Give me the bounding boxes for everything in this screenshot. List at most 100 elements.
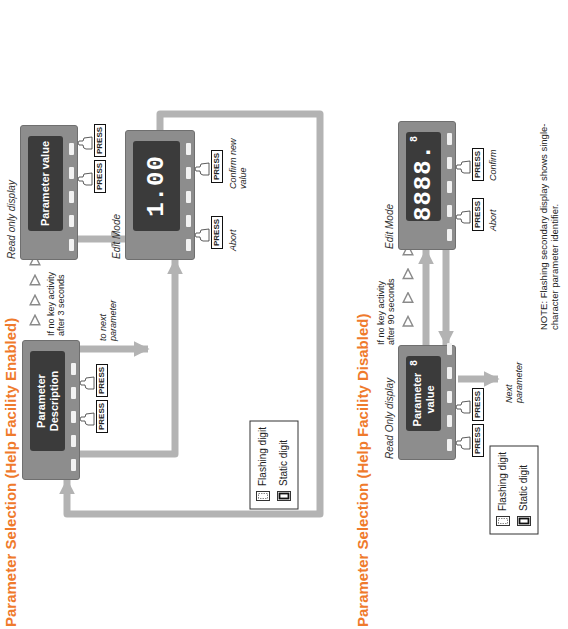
key-button [71, 411, 76, 423]
key-button [71, 363, 76, 375]
hand-icon [456, 437, 470, 449]
display-text: Parameter value [406, 356, 441, 431]
key-button [447, 367, 452, 379]
next-parameter-arrow [458, 376, 498, 383]
connectors [35, 114, 446, 514]
hand-icon [456, 161, 470, 173]
flow-arrow [443, 250, 450, 345]
hand-icon [456, 401, 470, 413]
hand-icon [78, 137, 92, 149]
key-button [447, 343, 452, 355]
key-button [69, 167, 74, 179]
next-parameter-arrow [80, 346, 148, 353]
hand-icon [80, 413, 94, 425]
flow-arrow [80, 260, 175, 454]
key-button [447, 157, 452, 169]
annotation: Abort [228, 229, 238, 251]
hand-outline [78, 137, 92, 149]
panel-heading: Read Only display [384, 378, 395, 459]
key-button [447, 205, 452, 217]
secondary-digit: 8 [409, 136, 420, 142]
press-tag: PRESS [211, 216, 223, 249]
edge-label: If no key activity after 3 seconds [46, 262, 67, 336]
key-button [69, 239, 74, 251]
key-button [186, 215, 191, 227]
display-panel: Parameter Description [22, 340, 80, 480]
key-button [69, 143, 74, 155]
hand-outline [195, 229, 209, 241]
hand-icon [78, 173, 92, 185]
key-button [186, 239, 191, 251]
panel-heading: Edit Mode [111, 214, 122, 259]
key-button [186, 143, 191, 155]
section-title: Parameter Selection (Help Facility Disab… [354, 314, 371, 627]
hand-icon [195, 229, 209, 241]
legend-text: Flashing digit [257, 427, 268, 486]
legend-text: Static digit [278, 440, 289, 486]
display-text: Parameter Description [30, 351, 65, 451]
digit-sample [277, 491, 291, 501]
key-button [447, 415, 452, 427]
panel-heading: Read only display [6, 180, 17, 259]
key-button [69, 215, 74, 227]
digit-sample [517, 516, 531, 526]
hand-outline [456, 401, 470, 413]
display-panel: Edit Mode1.00 [125, 130, 195, 260]
press-tag: PRESS [472, 424, 484, 457]
annotation: Abort [488, 209, 498, 231]
display-panel: Read only displayParameter value [20, 125, 78, 260]
annotation: Confirm [488, 149, 498, 181]
key-button [71, 435, 76, 447]
annotation: Confirm new value [228, 133, 249, 189]
press-tag: PRESS [211, 150, 223, 183]
digit-sample [256, 491, 270, 501]
timeout-arrow [405, 250, 412, 345]
press-tag: PRESS [472, 148, 484, 181]
legend-text: Static digit [518, 465, 529, 511]
key-button [447, 439, 452, 451]
key-button [186, 167, 191, 179]
press-tag: PRESS [472, 388, 484, 421]
legend-text: Flashing digit [497, 452, 508, 511]
display-text: 1.00 [133, 141, 180, 231]
key-button [71, 459, 76, 471]
flow-arrow [423, 250, 430, 345]
key-button [447, 391, 452, 403]
key-button [71, 387, 76, 399]
flow-arrow [67, 114, 320, 514]
panel-heading: Edit Mode [384, 204, 395, 249]
hand-outline [456, 437, 470, 449]
hand-icon [80, 377, 94, 389]
hand-icon [456, 211, 470, 223]
display-panel: Read Only displayParameter value8 [398, 345, 456, 460]
press-tag: PRESS [472, 198, 484, 231]
display-panel: Edit Mode8888.8 [398, 121, 456, 250]
annotation: to next parameter [98, 283, 119, 341]
press-tag: PRESS [94, 160, 106, 193]
display-text: Parameter value [28, 136, 63, 231]
hand-icon [195, 163, 209, 175]
hand-outline [80, 413, 94, 425]
display-text: 8888. [406, 132, 441, 221]
hand-outline [456, 211, 470, 223]
press-tag: PRESS [94, 124, 106, 157]
edge-label: If no key activity after 90 seconds [376, 261, 397, 345]
annotation: NOTE: Flashing secondary display shows s… [538, 115, 561, 330]
timeout-arrow [32, 260, 39, 340]
press-tag: PRESS [96, 400, 108, 433]
hand-outline [80, 377, 94, 389]
legend-box [250, 421, 298, 509]
annotation: Next parameter [504, 353, 525, 403]
key-button [447, 133, 452, 145]
section-title: Parameter Selection (Help Facility Enabl… [2, 318, 19, 627]
press-tag: PRESS [96, 364, 108, 397]
hand-outline [456, 161, 470, 173]
key-button [447, 229, 452, 241]
legend-box [490, 446, 538, 534]
digit-sample [496, 516, 510, 526]
key-button [186, 191, 191, 203]
secondary-digit: 8 [409, 360, 420, 366]
hand-outline [195, 163, 209, 175]
